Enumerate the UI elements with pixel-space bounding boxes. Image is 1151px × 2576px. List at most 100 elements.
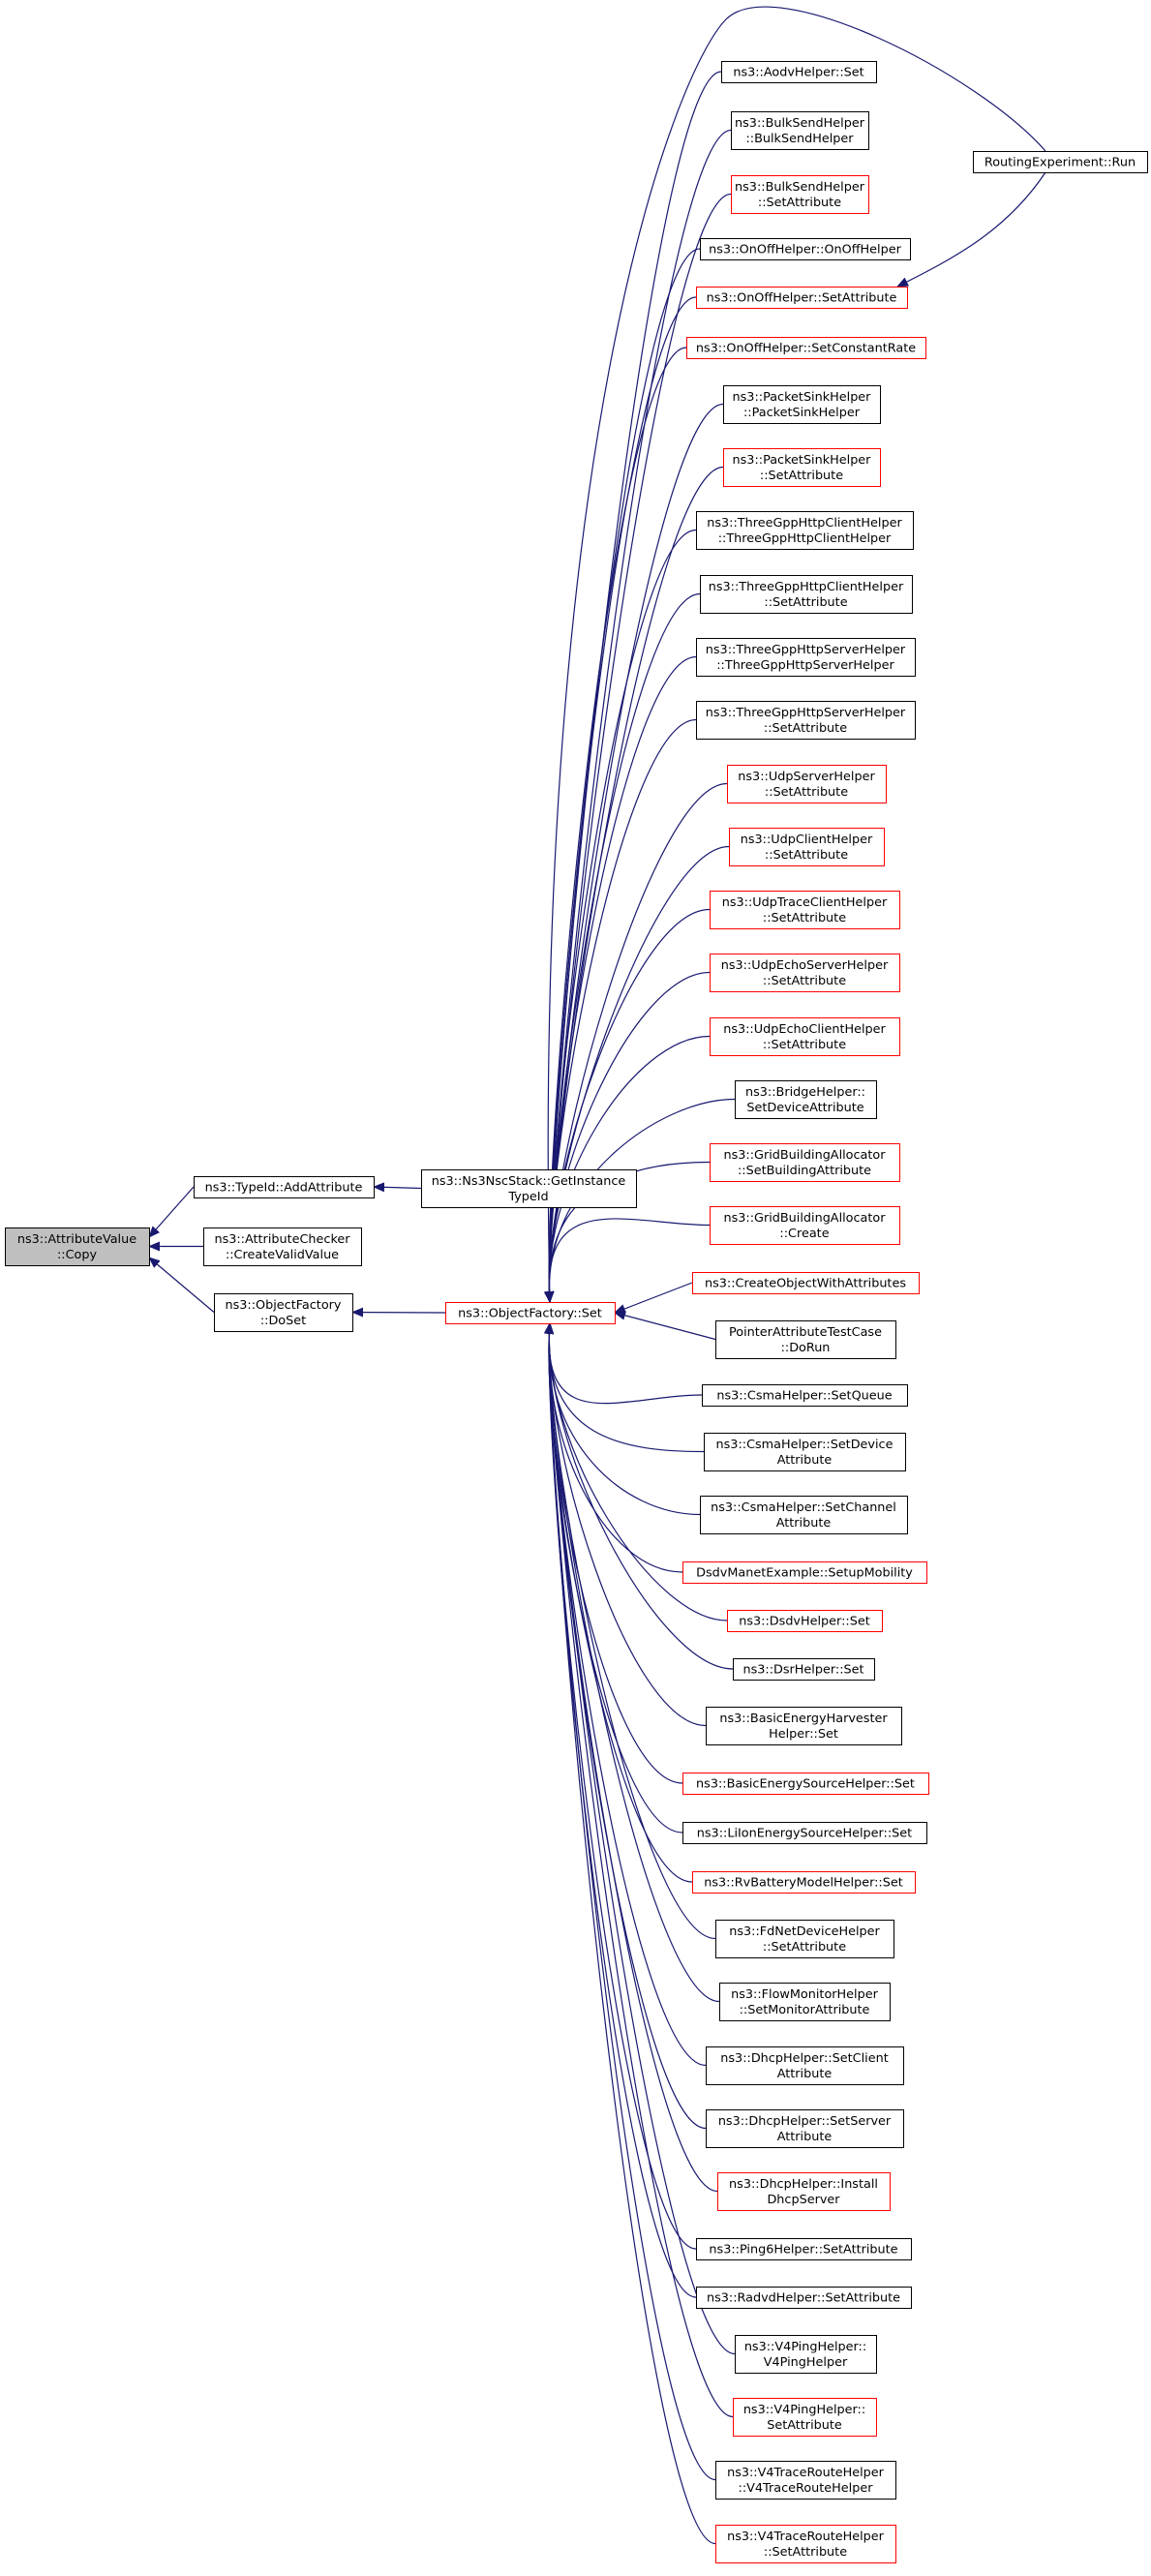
node-box (682, 1773, 929, 1795)
node-box (735, 2335, 877, 2374)
node-csma_setqueue[interactable]: ns3::CsmaHelper::SetQueue (702, 1384, 908, 1407)
node-onoff_ctor[interactable]: ns3::OnOffHelper::OnOffHelper (700, 238, 911, 260)
node-ping6_setattr[interactable]: ns3::Ping6Helper::SetAttribute (696, 2238, 912, 2260)
node-label-line: ns3::ObjectFactory (226, 1298, 342, 1313)
node-csma_setdeviceattr[interactable]: ns3::CsmaHelper::SetDeviceAttribute (704, 1433, 906, 1471)
node-bridge_setdeviceattr[interactable]: ns3::BridgeHelper::SetDeviceAttribute (735, 1080, 877, 1119)
node-label-line: ::SetAttribute (765, 848, 848, 863)
node-objectfactory_doset[interactable]: ns3::ObjectFactory::DoSet (214, 1293, 353, 1332)
node-label-line: ::SetAttribute (763, 1940, 846, 1955)
node-objectfactory_set[interactable]: ns3::ObjectFactory::Set (445, 1302, 616, 1324)
node-label-line: ::SetAttribute (758, 196, 841, 210)
node-tgpp_client_setattr[interactable]: ns3::ThreeGppHttpClientHelper::SetAttrib… (700, 575, 913, 614)
node-attrchecker_createvalidvalue[interactable]: ns3::AttributeChecker::CreateValidValue (203, 1227, 362, 1266)
node-fdnetdevice_setattr[interactable]: ns3::FdNetDeviceHelper::SetAttribute (715, 1920, 894, 1958)
node-box (696, 638, 916, 677)
node-attrvalue_copy[interactable]: ns3::AttributeValue::Copy (5, 1227, 150, 1266)
node-box (727, 765, 887, 803)
node-gridbuilding_setbuildingattr[interactable]: ns3::GridBuildingAllocator::SetBuildingA… (710, 1143, 900, 1182)
node-flowmonitor_setmonitorattr[interactable]: ns3::FlowMonitorHelper::SetMonitorAttrib… (719, 1983, 891, 2021)
node-label-line: ::SetAttribute (763, 974, 846, 988)
node-tgpp_server_setattr[interactable]: ns3::ThreeGppHttpServerHelper::SetAttrib… (696, 701, 916, 740)
node-box (194, 1176, 375, 1198)
node-box (719, 1983, 891, 2021)
node-label-line: ns3::BulkSendHelper (735, 116, 865, 131)
node-pointerattrtest_dorun[interactable]: PointerAttributeTestCase::DoRun (715, 1320, 896, 1359)
node-box (715, 1320, 896, 1359)
node-udpechoserver_setattr[interactable]: ns3::UdpEchoServerHelper::SetAttribute (710, 954, 900, 992)
node-dsdv_set[interactable]: ns3::DsdvHelper::Set (727, 1610, 883, 1632)
node-box (733, 2398, 877, 2437)
edge-v4ping_setattr-to-objectfactory_set (544, 1322, 734, 2418)
node-label-line: ::SetMonitorAttribute (740, 2003, 870, 2017)
edge-flowmonitor_setmonitorattr-to-objectfactory_set (544, 1322, 720, 2003)
node-box (704, 1433, 906, 1471)
node-udpserver_setattr[interactable]: ns3::UdpServerHelper::SetAttribute (727, 765, 887, 803)
node-udptraceclient_setattr[interactable]: ns3::UdpTraceClientHelper::SetAttribute (710, 891, 900, 929)
node-radvd_setattr[interactable]: ns3::RadvdHelper::SetAttribute (696, 2287, 912, 2309)
node-label-line: ns3::ThreeGppHttpServerHelper (706, 706, 906, 720)
edge-bulksend_setattr-to-objectfactory_set (544, 193, 732, 1303)
node-packetsink_ctor[interactable]: ns3::PacketSinkHelper::PacketSinkHelper (723, 385, 881, 424)
node-box (421, 1169, 637, 1208)
node-udpclient_setattr[interactable]: ns3::UdpClientHelper::SetAttribute (729, 828, 885, 866)
node-box (710, 954, 900, 992)
node-bulksend_setattr[interactable]: ns3::BulkSendHelper::SetAttribute (731, 175, 869, 214)
node-tgpp_server_ctor[interactable]: ns3::ThreeGppHttpServerHelper::ThreeGppH… (696, 638, 916, 677)
node-v4traceroute_setattr[interactable]: ns3::V4TraceRouteHelper::SetAttribute (715, 2525, 896, 2563)
node-packetsink_setattr[interactable]: ns3::PacketSinkHelper::SetAttribute (723, 448, 881, 487)
edge-udpechoclient_setattr-to-objectfactory_set (544, 1035, 711, 1303)
node-dsdvmanet_setupmobility[interactable]: DsdvManetExample::SetupMobility (682, 1561, 927, 1584)
node-v4ping_setattr[interactable]: ns3::V4PingHelper::SetAttribute (733, 2398, 877, 2437)
edge-v4traceroute_ctor-to-objectfactory_set (544, 1322, 716, 2481)
node-box (682, 1822, 927, 1844)
node-box (214, 1293, 353, 1332)
node-routingexperiment_run[interactable]: RoutingExperiment::Run (973, 151, 1148, 173)
node-label-line: ns3::ObjectFactory::Set (458, 1307, 602, 1321)
node-label-line: ::Copy (57, 1248, 98, 1262)
node-label-line: SetAttribute (767, 2418, 842, 2433)
edge-dsr_set-to-objectfactory_set (544, 1322, 734, 1670)
node-label-line: ::SetAttribute (765, 785, 848, 800)
node-v4traceroute_ctor[interactable]: ns3::V4TraceRouteHelper::V4TraceRouteHel… (715, 2461, 896, 2500)
node-onoff_setattr[interactable]: ns3::OnOffHelper::SetAttribute (696, 287, 908, 309)
node-v4ping_ctor[interactable]: ns3::V4PingHelper::V4PingHelper (735, 2335, 877, 2374)
node-aodv_set[interactable]: ns3::AodvHelper::Set (721, 61, 877, 83)
node-label-line: ns3::UdpClientHelper (741, 833, 873, 847)
node-label-line: SetDeviceAttribute (746, 1101, 863, 1115)
node-createobjectwithattributes[interactable]: ns3::CreateObjectWithAttributes (692, 1272, 920, 1294)
node-label-line: ns3::CreateObjectWithAttributes (705, 1277, 906, 1291)
node-label-line: ns3::FdNetDeviceHelper (729, 1924, 880, 1939)
node-bulksend_ctor[interactable]: ns3::BulkSendHelper::BulkSendHelper (731, 111, 869, 150)
node-label-line: ns3::CsmaHelper::SetChannel (711, 1500, 896, 1515)
node-basicenergysource_set[interactable]: ns3::BasicEnergySourceHelper::Set (682, 1773, 929, 1795)
node-box (715, 1920, 894, 1958)
node-label-line: ns3::PacketSinkHelper (733, 390, 872, 405)
edge-radvd_setattr-to-objectfactory_set (544, 1322, 697, 2298)
node-liionenergysource_set[interactable]: ns3::LiIonEnergySourceHelper::Set (682, 1822, 927, 1844)
node-typeid_addattribute[interactable]: ns3::TypeId::AddAttribute (194, 1176, 375, 1198)
node-label-line: ns3::RadvdHelper::SetAttribute (707, 2291, 900, 2306)
node-box (5, 1227, 150, 1266)
node-dsr_set[interactable]: ns3::DsrHelper::Set (733, 1658, 875, 1681)
edge-routingexperiment_run-to-onoff_setattr (896, 171, 1046, 288)
node-label-line: ns3::BasicEnergyHarvester (719, 1712, 888, 1726)
edge-createobjectwithattributes-to-objectfactory_set (614, 1282, 693, 1314)
node-rvbattery_set[interactable]: ns3::RvBatteryModelHelper::Set (692, 1871, 916, 1894)
node-box (445, 1302, 616, 1324)
node-udpechoclient_setattr[interactable]: ns3::UdpEchoClientHelper::SetAttribute (710, 1017, 900, 1056)
node-onoff_setconstrate[interactable]: ns3::OnOffHelper::SetConstantRate (686, 337, 926, 359)
node-label-line: DsdvManetExample::SetupMobility (696, 1566, 913, 1581)
node-label-line: ::SetAttribute (764, 595, 847, 610)
node-label-line: ns3::UdpServerHelper (738, 770, 875, 784)
node-gridbuilding_create[interactable]: ns3::GridBuildingAllocator::Create (710, 1206, 900, 1245)
node-tgpp_client_ctor[interactable]: ns3::ThreeGppHttpClientHelper::ThreeGppH… (696, 511, 914, 550)
node-label-line: ns3::GridBuildingAllocator (724, 1148, 887, 1163)
